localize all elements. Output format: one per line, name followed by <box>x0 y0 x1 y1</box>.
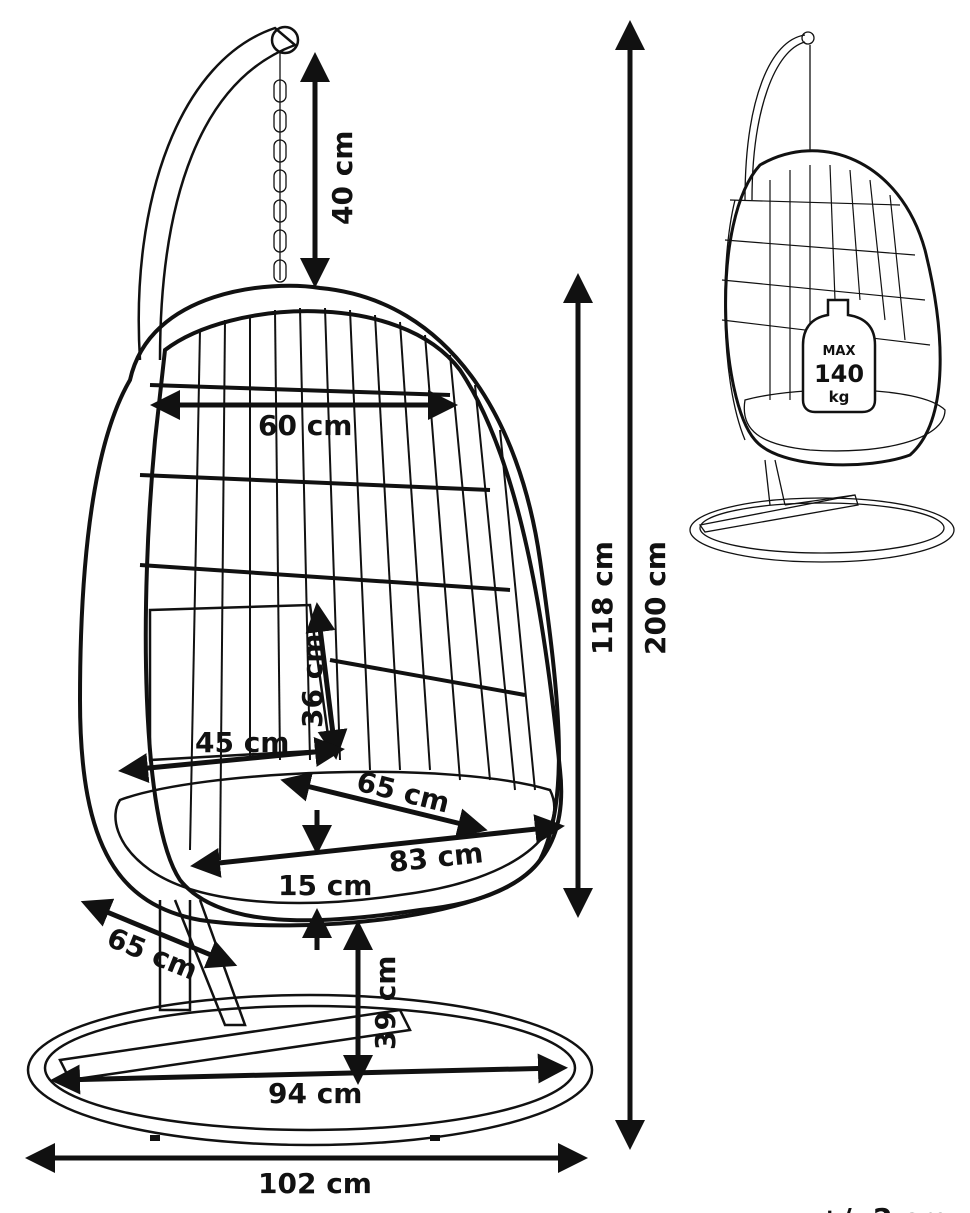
max-load-unit: kg <box>829 388 850 406</box>
pillow-height-label: 36 cm <box>296 634 329 729</box>
seat-height-label: 39 cm <box>369 956 402 1051</box>
cushion-thickness-label: 15 cm <box>278 869 373 902</box>
tolerance-label: +/- 2 cm <box>818 1202 948 1213</box>
dimension-arrows <box>24 19 645 1173</box>
egg-chair <box>77 283 564 928</box>
max-load-value: 140 <box>814 360 864 388</box>
weight-badge: MAX 140 kg <box>801 298 877 414</box>
base-inner-label: 94 cm <box>268 1077 363 1110</box>
total-height-label: 200 cm <box>639 541 672 655</box>
pillow-width-label: 45 cm <box>195 726 290 759</box>
chain-length-label: 40 cm <box>326 131 359 226</box>
max-load-label: MAX <box>822 344 855 359</box>
chain <box>273 52 287 283</box>
thumbnail-chair <box>689 31 955 563</box>
egg-height-label: 118 cm <box>586 541 619 655</box>
base-outer-label: 102 cm <box>258 1167 372 1200</box>
egg-width-top-label: 60 cm <box>258 409 353 442</box>
